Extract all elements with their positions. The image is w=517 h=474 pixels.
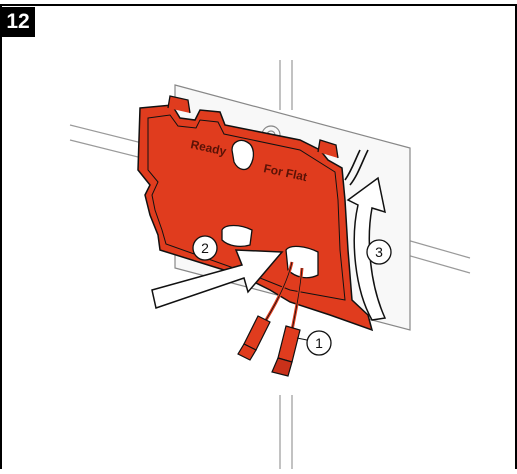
red-mounting-plate (137, 95, 374, 332)
callout-2: 2 (192, 235, 218, 261)
callout-1-label: 1 (315, 335, 323, 351)
push-arrow (151, 249, 284, 309)
curved-up-arrow (346, 176, 387, 321)
callout-2-label: 2 (201, 240, 209, 256)
back-cable (344, 149, 369, 186)
wall-stud-vertical (279, 60, 293, 469)
callout-1: 1 (296, 330, 332, 356)
step-number-badge: 12 (1, 7, 35, 37)
callout-3-label: 3 (375, 244, 383, 260)
callout-3: 3 (366, 239, 392, 265)
hdmi-cables (237, 261, 304, 377)
